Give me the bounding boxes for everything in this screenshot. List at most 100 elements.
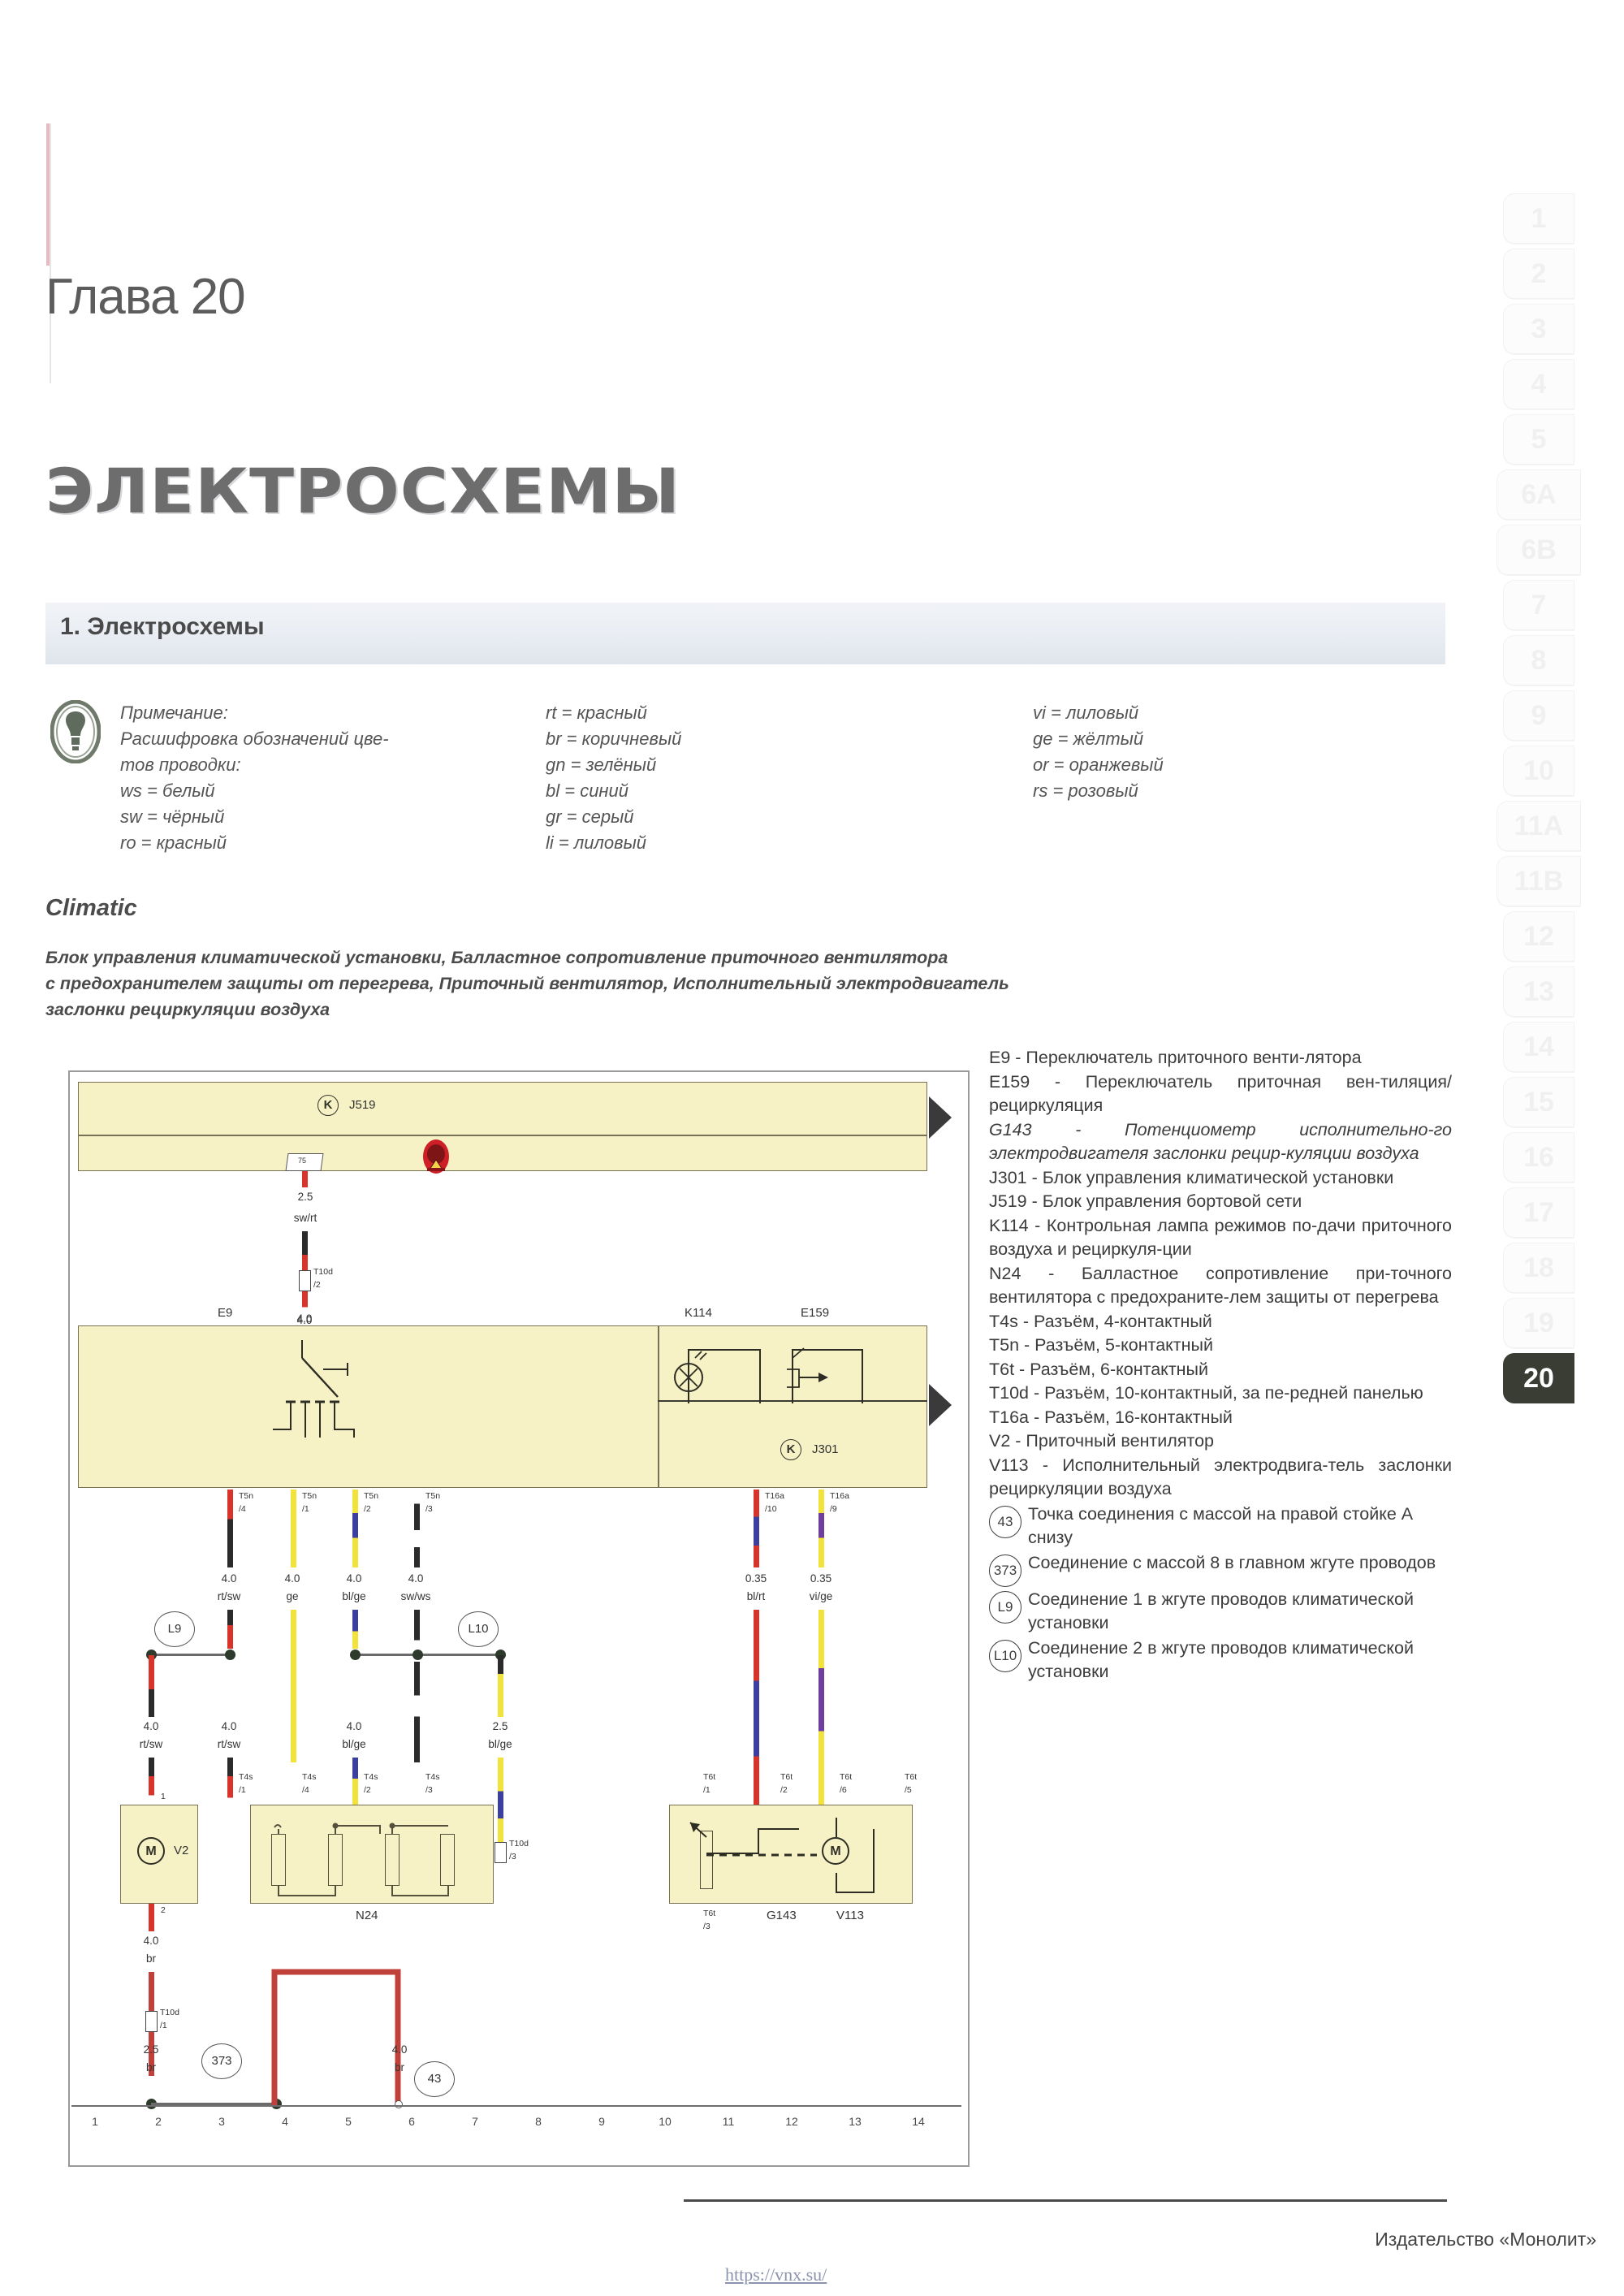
- tab-9[interactable]: 9: [1503, 690, 1574, 741]
- wire-segment: [227, 1610, 233, 1649]
- tab-3[interactable]: 3: [1503, 304, 1574, 354]
- wire-segment: [149, 1655, 154, 1717]
- connector-name: T6t: [703, 1772, 716, 1782]
- tab-4[interactable]: 4: [1503, 359, 1574, 409]
- wire-segment: [498, 1655, 503, 1717]
- splice-tag-l10-icon: L10: [989, 1639, 1021, 1672]
- wire-segment: [414, 1490, 420, 1567]
- indicator-lamp-and-switch-symbols: [674, 1347, 863, 1403]
- tab-20-active[interactable]: 20: [1503, 1353, 1574, 1403]
- section-title: 1. Электросхемы: [60, 613, 265, 640]
- wire-gauge: 4.0: [143, 1935, 159, 1947]
- chapter-tab-rail[interactable]: 1 2 3 4 5 6A 6B 7 8 9 10 11A 11B 12 13 1…: [1453, 193, 1624, 1408]
- scale-number: 4: [282, 2115, 288, 2128]
- connector-name: T16a: [830, 1491, 849, 1501]
- scale-number: 6: [408, 2115, 415, 2128]
- connector-name: T5n: [239, 1491, 254, 1501]
- tab-18[interactable]: 18: [1503, 1243, 1574, 1293]
- tab-1[interactable]: 1: [1503, 193, 1574, 244]
- connector-pin: /2: [364, 1785, 371, 1795]
- color-code-ge: ge = жёлтый: [1033, 729, 1144, 749]
- tab-6a[interactable]: 6A: [1497, 469, 1581, 520]
- j301-label: J301: [812, 1442, 839, 1456]
- section-bar: [45, 603, 1445, 664]
- tab-16[interactable]: 16: [1503, 1132, 1574, 1183]
- tab-7[interactable]: 7: [1503, 580, 1574, 630]
- color-code-li: li = лиловый: [546, 832, 647, 853]
- scale-number: 11: [722, 2115, 735, 2128]
- note-column-1: Примечание: Расшифровка обозначений цве-…: [120, 700, 445, 856]
- tab-11a[interactable]: 11A: [1497, 801, 1581, 851]
- legend-entry-v113: V113 - Исполнительный электродвига-тель …: [989, 1455, 1452, 1499]
- ground-tag-43: 43: [414, 2061, 455, 2097]
- k-marker-j519: K: [317, 1095, 339, 1116]
- v2-label: V2: [174, 1844, 189, 1857]
- resistor-element: [385, 1834, 400, 1886]
- tab-2[interactable]: 2: [1503, 249, 1574, 299]
- wire-color: bl/ge: [342, 1738, 366, 1750]
- wire-gauge: 4.0: [143, 1720, 159, 1732]
- scale-number: 14: [912, 2115, 925, 2128]
- tab-8[interactable]: 8: [1503, 635, 1574, 685]
- legend-entry-e9: E9 - Переключатель приточного венти-лято…: [989, 1048, 1362, 1067]
- legend-entry-t5n: T5n - Разъём, 5-контактный: [989, 1335, 1213, 1355]
- wire-color: rt/sw: [217, 1738, 241, 1750]
- tab-5[interactable]: 5: [1503, 414, 1574, 465]
- tab-11b[interactable]: 11B: [1497, 856, 1581, 906]
- wire-segment: [149, 2032, 154, 2076]
- ground-tag-43-icon: 43: [989, 1505, 1021, 1538]
- pin-number: 1: [161, 1792, 166, 1801]
- scale-number: 12: [785, 2115, 798, 2128]
- e9-label: E9: [218, 1306, 233, 1320]
- component-legend: E9 - Переключатель приточного венти-лято…: [989, 1046, 1452, 1684]
- tab-10[interactable]: 10: [1503, 746, 1574, 796]
- scale-number: 3: [218, 2115, 225, 2128]
- continuation-arrow-top: [929, 1096, 952, 1139]
- wire-color: br: [145, 1952, 156, 1965]
- wire-gauge: 4.0: [391, 2043, 408, 2056]
- potentiometer-element: [700, 1831, 713, 1889]
- wire-segment: [227, 1758, 233, 1805]
- tab-14[interactable]: 14: [1503, 1022, 1574, 1072]
- connector-name: T6t: [703, 1909, 716, 1918]
- wire-segment: [818, 1610, 824, 1819]
- ground-bus-line: [151, 2103, 274, 2105]
- watermark-url: https://vnx.su/: [725, 2264, 827, 2285]
- legend-entry-n24: N24 - Балластное сопротивление при-точно…: [989, 1263, 1452, 1308]
- resistor-element: [440, 1834, 455, 1886]
- connector-name: T5n: [364, 1491, 379, 1501]
- connector-pin: /4: [239, 1504, 246, 1514]
- splice-tag-l10: L10: [458, 1611, 499, 1647]
- tab-6b[interactable]: 6B: [1497, 525, 1581, 575]
- g143-label: G143: [767, 1909, 797, 1922]
- tab-19[interactable]: 19: [1503, 1298, 1574, 1348]
- wire-gauge: 2.5: [297, 1191, 313, 1203]
- ground-43-wire-path: [271, 1969, 401, 2105]
- splice-node: [412, 1650, 423, 1660]
- continuation-arrow-middle: [929, 1384, 952, 1426]
- tab-15[interactable]: 15: [1503, 1077, 1574, 1127]
- connector-pin: /10: [765, 1504, 777, 1514]
- color-code-ws: ws = белый: [120, 780, 215, 801]
- connector-name: T10d: [160, 2008, 179, 2017]
- fuse-rating-label: 75: [298, 1157, 307, 1165]
- wire-color: bl/ge: [488, 1738, 512, 1750]
- warning-triangle-icon: [421, 1139, 451, 1174]
- wire-color: rt/sw: [217, 1590, 241, 1602]
- wire-segment: [302, 1231, 308, 1270]
- wire-segment: [149, 1758, 154, 1805]
- tab-13[interactable]: 13: [1503, 966, 1574, 1017]
- tab-17[interactable]: 17: [1503, 1187, 1574, 1238]
- n24-internal-wiring: [274, 1823, 449, 1896]
- legend-splice-l10-text: Соединение 2 в жгуте проводов климатичес…: [1028, 1637, 1414, 1682]
- splice-node: [350, 1650, 361, 1660]
- wire-gauge: 2.5: [492, 1720, 508, 1732]
- connector-symbol: [145, 2011, 158, 2032]
- wire-segment: [352, 1490, 358, 1567]
- wire-segment: [754, 1490, 759, 1567]
- tab-12[interactable]: 12: [1503, 911, 1574, 962]
- connector-pin: /5: [905, 1785, 912, 1795]
- connector-name: T4s: [239, 1772, 253, 1782]
- climatic-description: Блок управления климатической установки,…: [45, 945, 1361, 1023]
